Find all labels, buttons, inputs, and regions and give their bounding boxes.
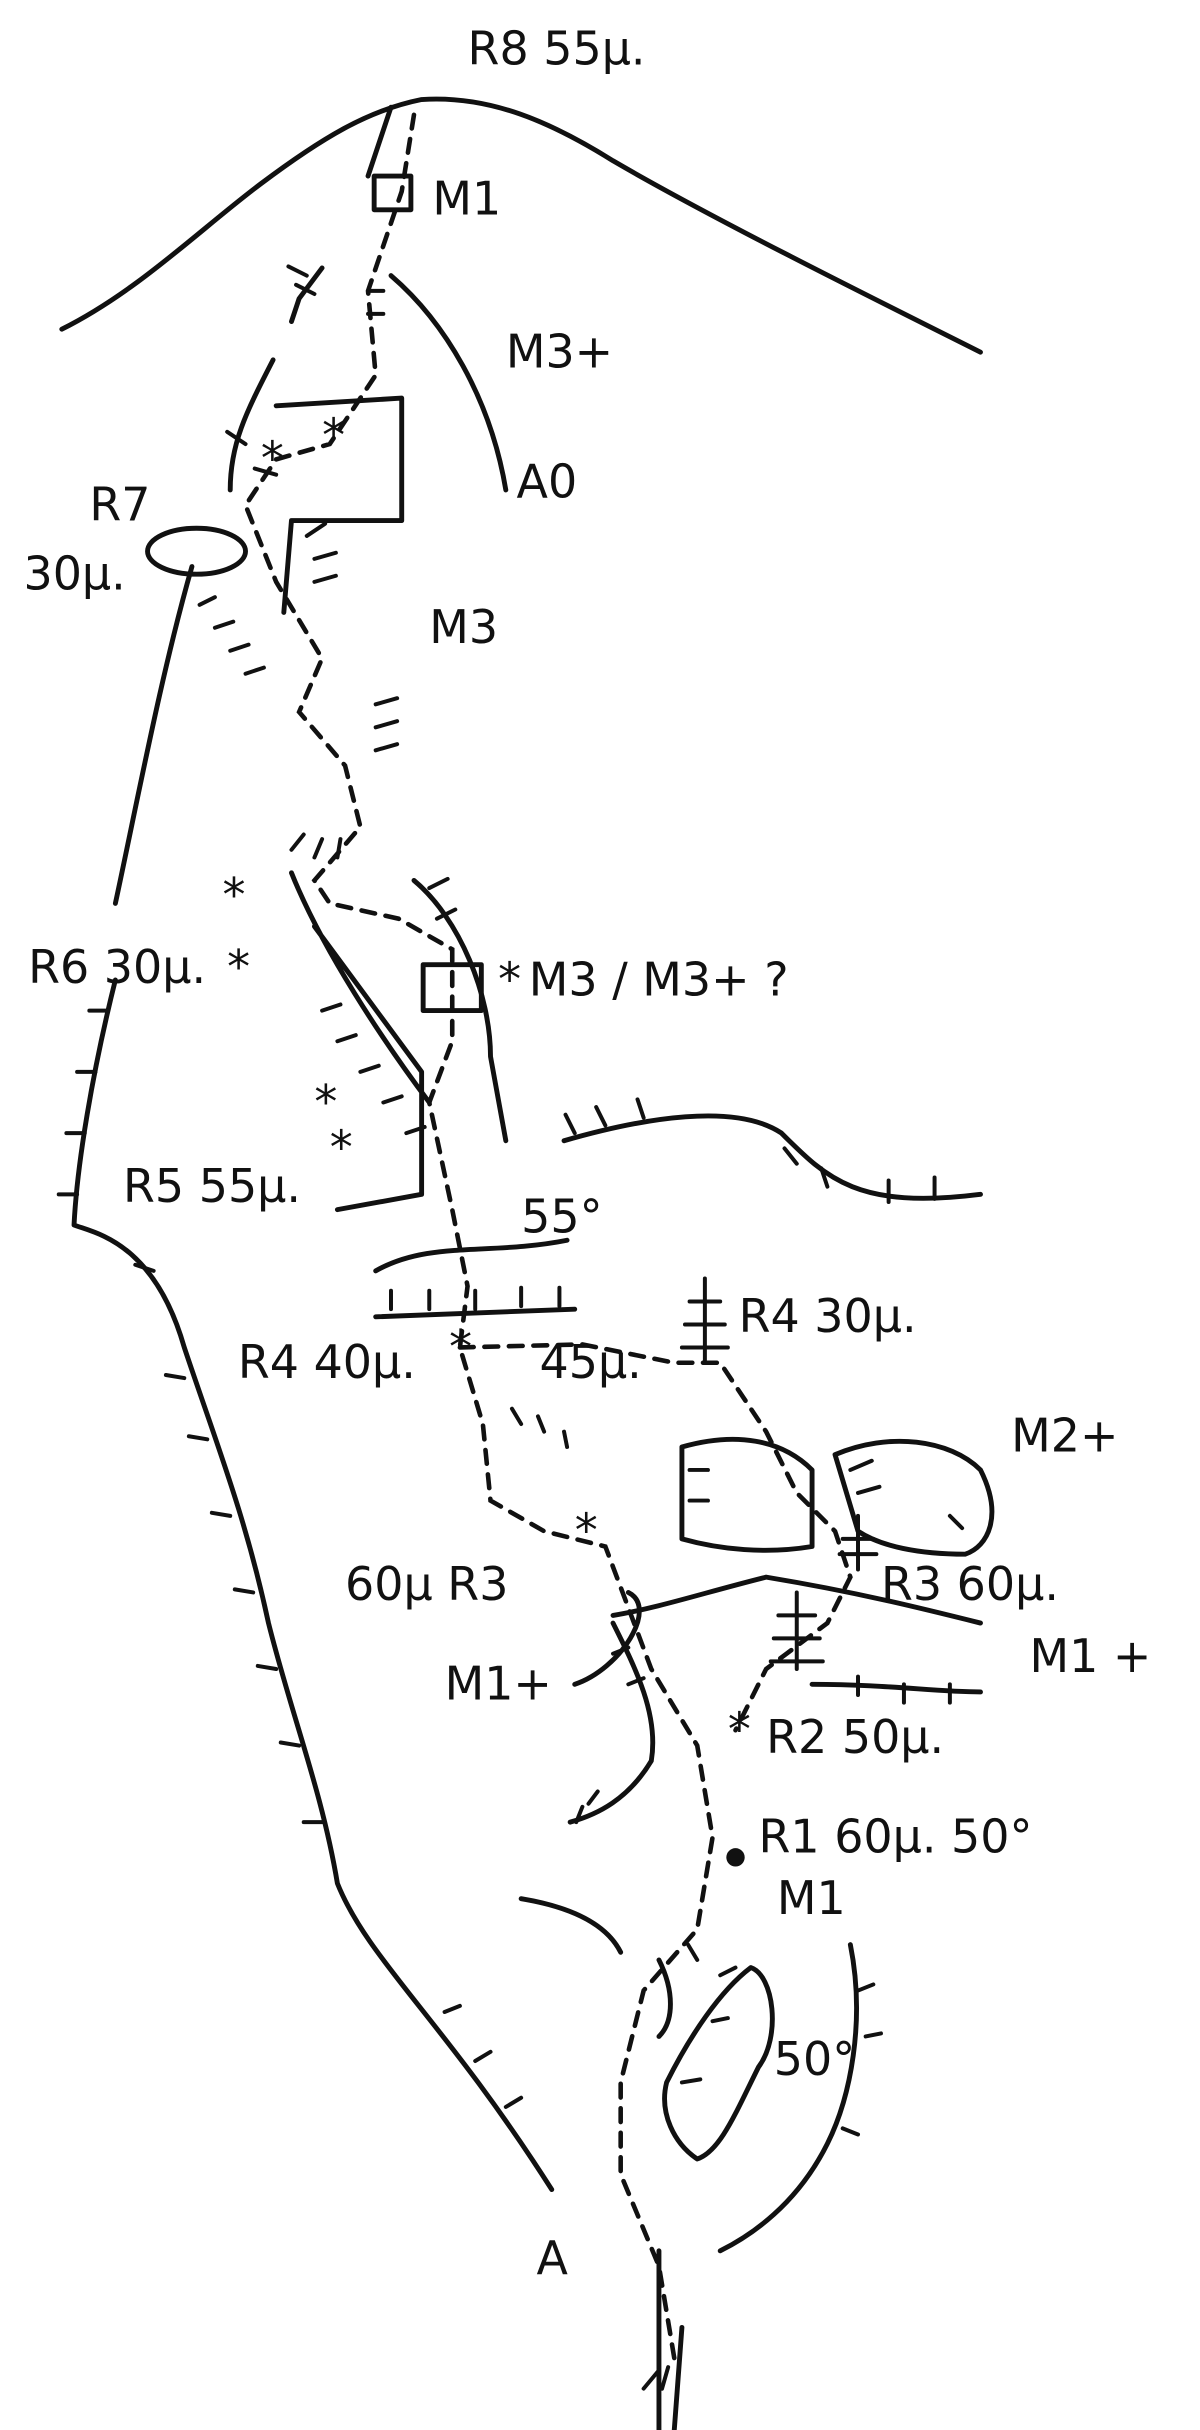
label-m3-m3plus: M3 / M3+ ? (529, 952, 789, 1006)
summit-ridge (59, 96, 983, 355)
label-r7: R7 (89, 478, 150, 532)
label-m1-bottom: M1 (777, 1871, 846, 1925)
label-m3: M3 (429, 600, 498, 654)
lower-flake (567, 1620, 656, 1825)
belay-box-m3 (420, 962, 484, 1014)
label-m1plus-left: M1+ (445, 1657, 552, 1711)
upper-right-terrace (561, 1113, 983, 1201)
label-r8: R8 55μ. (468, 21, 646, 75)
label-angle-55: 55° (521, 1190, 602, 1244)
mid-ledge (572, 1574, 983, 1695)
lower-pillar (662, 1965, 775, 2162)
svg-text:*: * (261, 432, 284, 486)
label-r3-left: 60μ R3 (345, 1557, 508, 1611)
climbing-route-variant (457, 1342, 853, 1733)
base-lines (518, 1896, 859, 2430)
r1-bolt-icon (726, 1848, 745, 1867)
label-m1plus-right: M1 + (1029, 1629, 1151, 1683)
svg-text:*: * (322, 409, 345, 463)
label-r7-length: 30μ. (24, 547, 126, 601)
svg-text:*: * (314, 1075, 337, 1129)
label-r6: R6 30μ. (28, 940, 206, 994)
overhang-hatching (56, 264, 965, 2391)
svg-text:*: * (330, 1121, 353, 1175)
svg-text:*: * (498, 952, 521, 1006)
gully-wall (289, 104, 509, 493)
svg-text:*: * (449, 1320, 472, 1374)
label-angle-50: 50° (774, 2032, 855, 2086)
ledge-55 (373, 1237, 578, 1320)
label-r5: R5 55μ. (123, 1159, 301, 1213)
climbing-route-main (242, 112, 715, 2361)
label-45m: 45μ. (540, 1335, 642, 1389)
svg-text:*: * (728, 1703, 751, 1757)
label-r3-right: R3 60μ. (881, 1557, 1059, 1611)
label-start-a: A (536, 2231, 568, 2285)
label-m2plus: M2+ (1011, 1409, 1118, 1463)
svg-text:*: * (227, 940, 250, 994)
label-r1: R1 60μ. 50° (758, 1810, 1032, 1864)
tree-icon (679, 1276, 879, 1671)
label-a0: A0 (517, 455, 578, 509)
left-wall-edge (71, 357, 555, 2193)
label-m3plus-top: M3+ (506, 324, 613, 378)
label-r4-left: R4 40μ. (238, 1335, 416, 1389)
central-crack (289, 870, 509, 1213)
label-r2: R2 50μ. (766, 1710, 944, 1764)
bolt-star-icons: *** *** *** * (223, 409, 751, 1757)
svg-text:*: * (223, 868, 246, 922)
label-m1-top: M1 (432, 171, 501, 225)
belay-box-r8 (371, 173, 414, 213)
r7-ledge (145, 525, 248, 577)
label-r4-right: R4 30μ. (739, 1289, 917, 1343)
m2-block-right (832, 1438, 995, 1557)
svg-text:*: * (575, 1504, 598, 1558)
m2-block-left (679, 1436, 815, 1553)
